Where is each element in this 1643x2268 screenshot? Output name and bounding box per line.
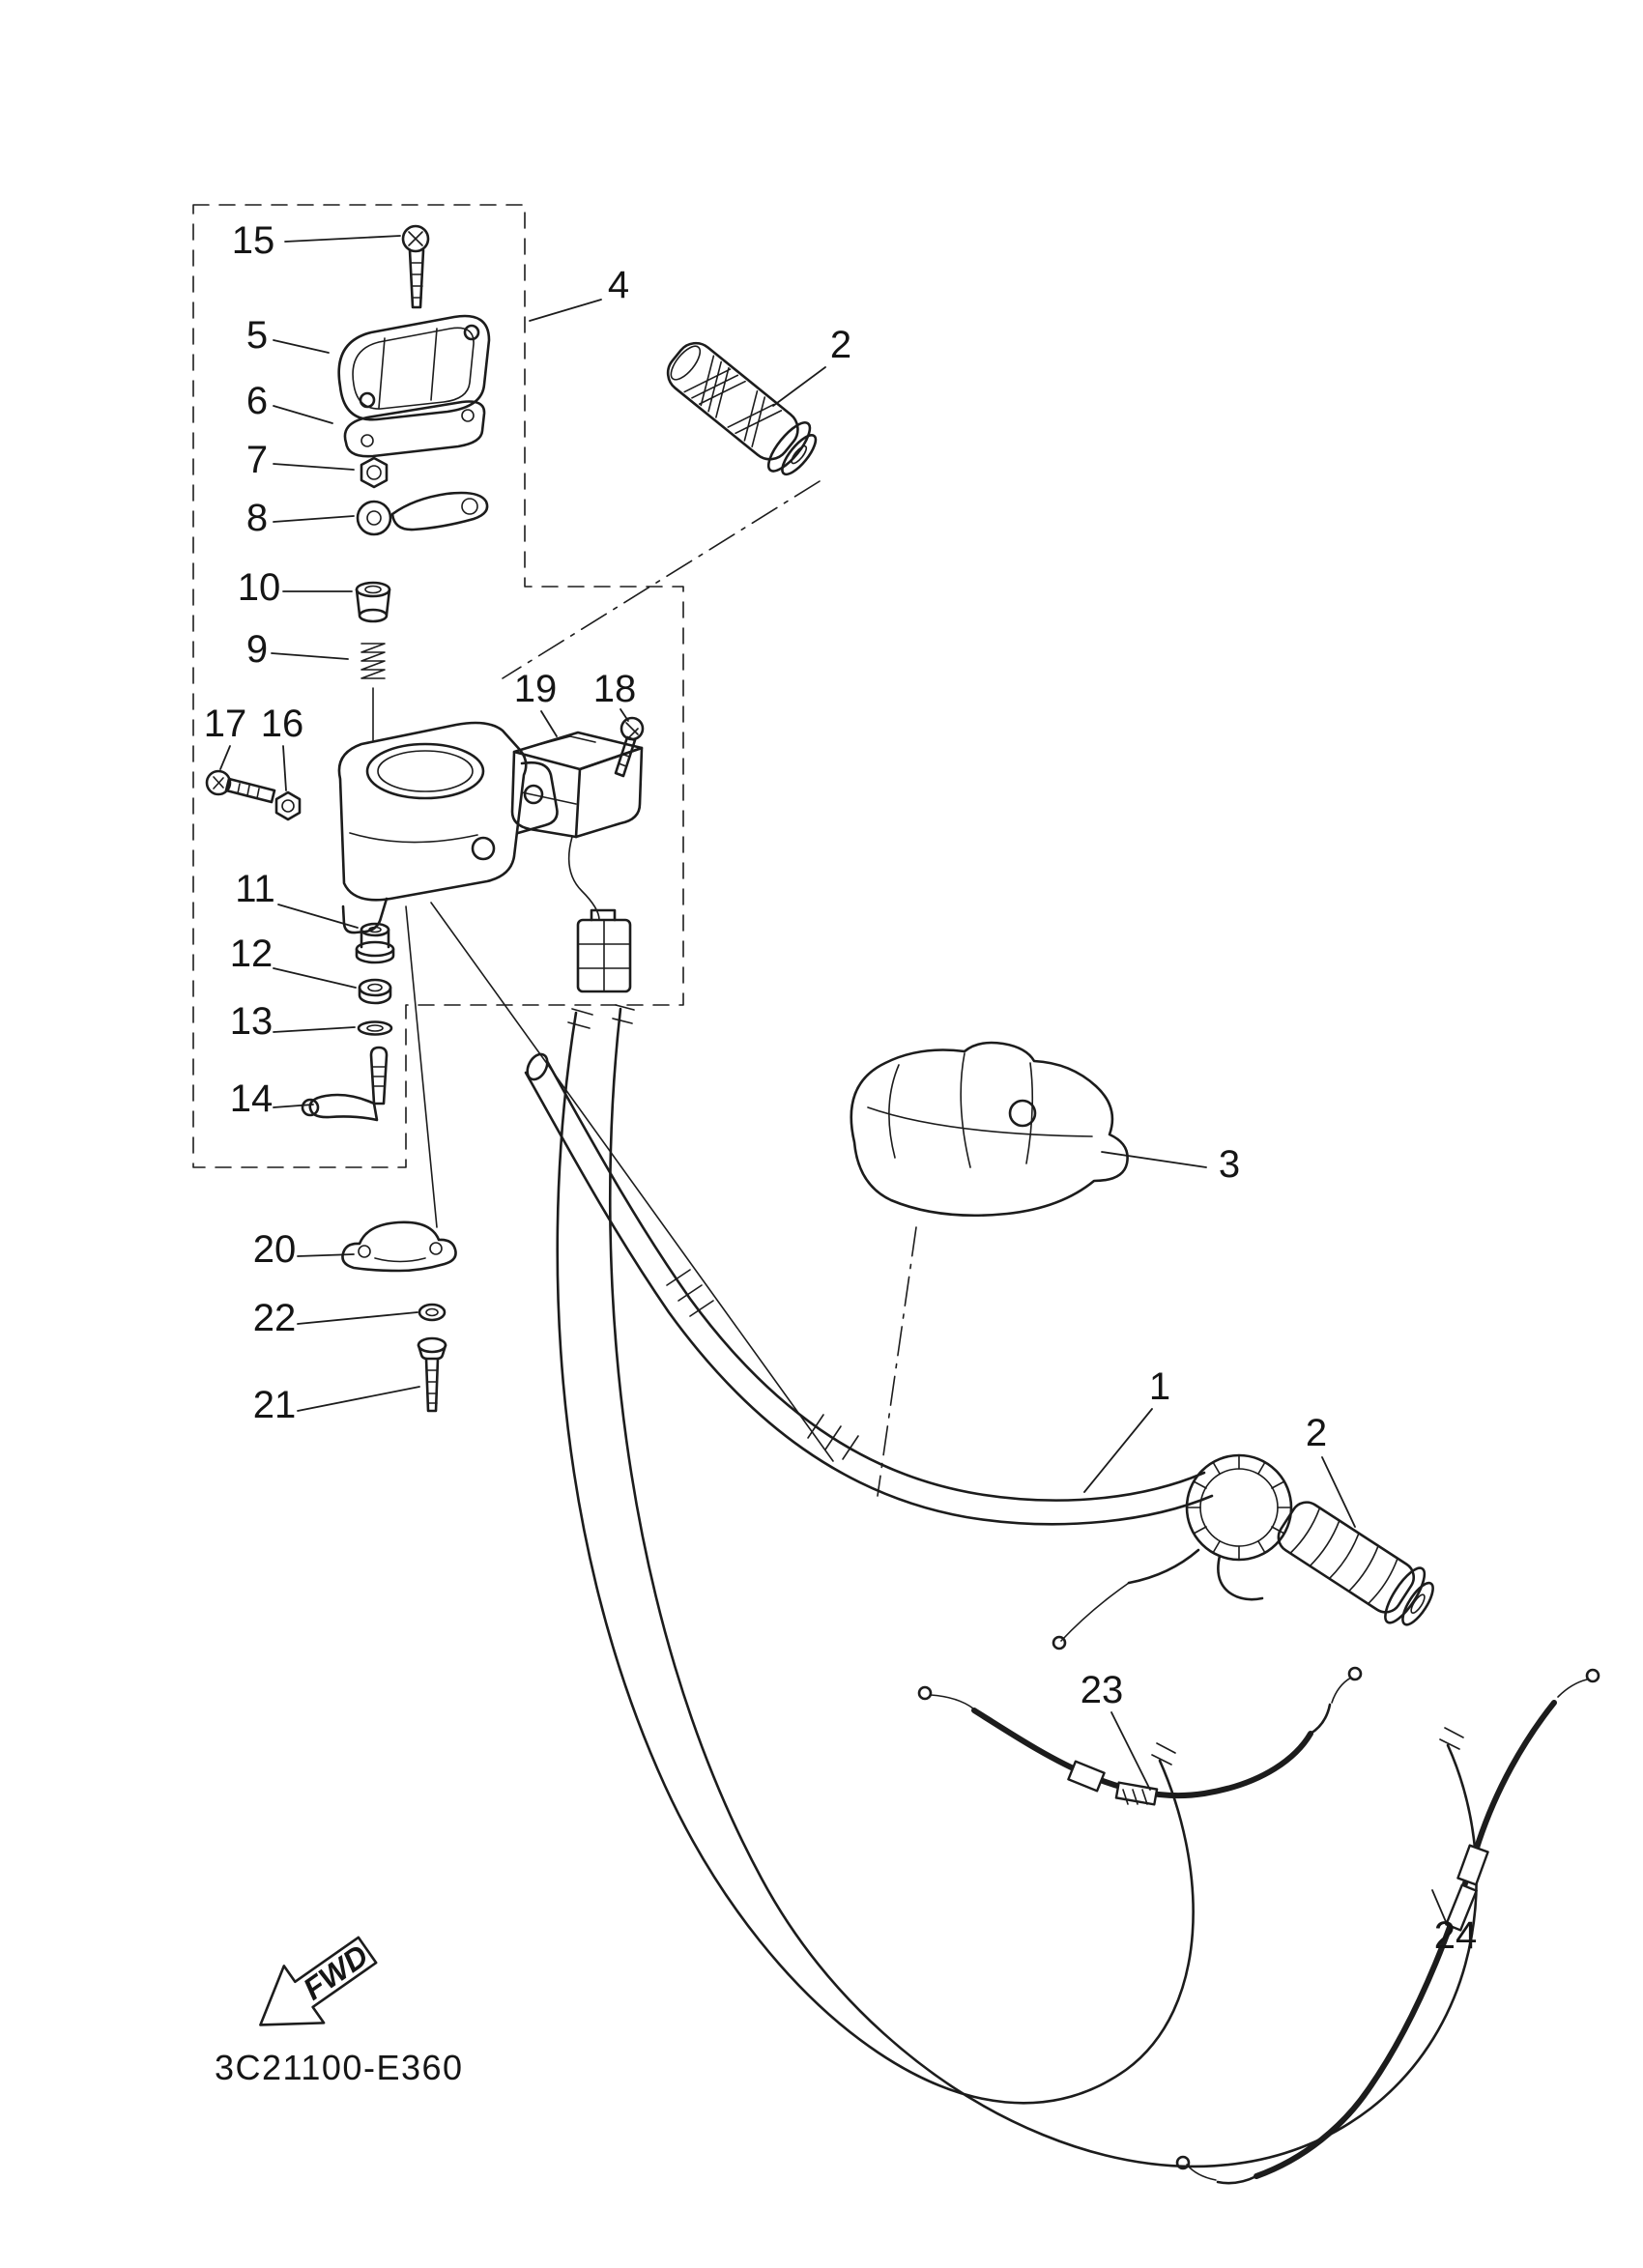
callout-10: 10 <box>238 566 281 609</box>
assembly-boundary-dashed <box>192 204 684 1168</box>
callout-7: 7 <box>246 439 268 481</box>
handlebar <box>524 1052 1214 1526</box>
callout-1: 1 <box>1149 1365 1170 1408</box>
callout-18: 18 <box>593 668 637 710</box>
fwd-label: FWD <box>297 1938 374 2006</box>
clamp-20 <box>341 1220 457 1273</box>
handlebar-switch <box>510 731 644 921</box>
screw-18 <box>614 716 645 778</box>
callout-8: 8 <box>246 497 268 539</box>
bolt-21 <box>417 1336 447 1413</box>
callout-14: 14 <box>230 1077 274 1120</box>
spring-9 <box>360 643 386 679</box>
callout-13: 13 <box>230 1000 274 1043</box>
cable-24 <box>1175 1668 1600 2185</box>
callout-16: 16 <box>261 703 304 745</box>
nut-7 <box>360 456 389 489</box>
callout-2-top: 2 <box>830 324 851 366</box>
callout-3: 3 <box>1219 1143 1240 1186</box>
callout-22: 22 <box>253 1297 297 1339</box>
callout-9: 9 <box>246 628 268 671</box>
callout-24: 24 <box>1434 1914 1478 1957</box>
callout-23: 23 <box>1081 1669 1124 1711</box>
cable-loops <box>556 1004 1478 2168</box>
boot-10 <box>355 581 391 623</box>
leader-lines <box>219 235 1451 1932</box>
cap-gasket <box>343 400 486 458</box>
callout-6: 6 <box>246 380 268 422</box>
bolt-17 <box>205 769 276 804</box>
callout-17: 17 <box>204 703 247 745</box>
screw-15 <box>401 224 430 309</box>
callout-5: 5 <box>246 314 268 357</box>
cable-23 <box>917 1666 1363 1806</box>
grip-right <box>1277 1501 1434 1626</box>
nut-16 <box>274 790 302 821</box>
callout-19: 19 <box>514 668 558 710</box>
wire-connector <box>576 908 632 993</box>
throttle-housing <box>1052 1453 1293 1651</box>
lever-14 <box>301 1046 389 1122</box>
reservoir-cap <box>337 314 491 421</box>
callout-20: 20 <box>253 1228 297 1271</box>
callout-21: 21 <box>253 1384 297 1426</box>
grip-left <box>666 341 818 476</box>
washer-bracket-8 <box>356 491 489 536</box>
handlebar-cover <box>850 1041 1129 1218</box>
washer-12 <box>358 978 392 1005</box>
diagram-code: 3C21100-E360 <box>215 2048 464 2087</box>
callout-2-bottom: 2 <box>1306 1412 1327 1454</box>
callout-12: 12 <box>230 933 274 975</box>
fwd-arrow: FWD <box>259 1936 378 2026</box>
washer-22 <box>418 1303 447 1322</box>
washer-13 <box>357 1020 393 1036</box>
grommet-11 <box>355 922 395 964</box>
alignment-lines <box>372 480 917 1497</box>
callout-11: 11 <box>235 868 275 910</box>
callout-15: 15 <box>232 219 275 262</box>
callout-4: 4 <box>608 264 629 306</box>
